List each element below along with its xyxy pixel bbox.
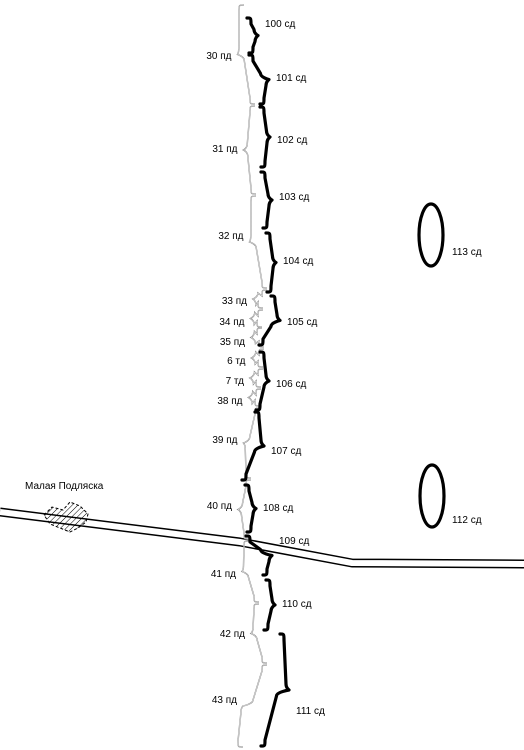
first-line-unit-label: 38 пд (217, 396, 242, 407)
second-line-unit-label: 103 сд (279, 192, 309, 203)
first-line-brace-core (237, 479, 252, 540)
reserve-oval-112 (418, 463, 446, 529)
first-line-unit-label: 6 тд (227, 356, 246, 367)
reserve-area-112: 112 сд (418, 463, 482, 529)
first-line-unit-label: 30 пд (206, 51, 231, 62)
second-line-unit-label: 108 сд (263, 503, 293, 514)
second-line-unit-label: 107 сд (271, 446, 301, 457)
second-line-brace (244, 534, 274, 577)
second-line-brace (254, 350, 271, 412)
unit-label-112-sd: 112 сд (452, 515, 482, 526)
second-line-brace (247, 53, 271, 106)
reserve-area-113: 113 сд (417, 202, 482, 268)
reserve-oval-113 (417, 202, 445, 268)
first-line-brace-core (250, 603, 268, 664)
first-line-brace-core (249, 368, 264, 388)
first-line-brace (248, 195, 268, 289)
first-line-unit-label: 42 пд (220, 629, 245, 640)
first-line-braces: 30 пд 31 пд 32 пд 33 пд 34 пд 35 пд 6 тд 7 тд 38… (206, 4, 268, 748)
first-line-brace (237, 664, 268, 748)
first-line-unit-label: 33 пд (222, 296, 247, 307)
first-line-unit-label: 34 пд (219, 317, 244, 328)
first-line-brace-core (241, 540, 260, 603)
second-line-brace (264, 231, 278, 294)
second-line-unit-label: 102 сд (277, 135, 307, 146)
first-line-unit-label: 31 пд (212, 144, 237, 155)
first-line-brace-core (249, 309, 264, 328)
second-line-brace (258, 105, 272, 169)
second-line-unit-label: 100 сд (265, 19, 295, 30)
first-line-brace-core (252, 289, 268, 309)
second-line-unit-label: 106 сд (276, 379, 306, 390)
first-line-unit-label: 40 пд (207, 501, 232, 512)
settlement-marker: Малая Подляска (25, 481, 104, 533)
settlement-label: Малая Подляска (25, 481, 104, 492)
first-line-unit-label: 35 пд (220, 337, 245, 348)
second-line-brace (262, 578, 277, 632)
first-line-brace (249, 603, 268, 664)
first-line-unit-label: 7 тд (226, 376, 245, 387)
first-line-brace (240, 540, 260, 603)
first-line-brace (241, 105, 257, 195)
first-line-unit-label: 39 пд (212, 435, 237, 446)
first-line-brace-core (249, 195, 268, 289)
road (0, 507, 524, 569)
second-line-unit-label: 104 сд (283, 256, 313, 267)
second-line-braces: 100 сд 101 сд 102 сд 103 сд 104 сд 105 сд 106 … (240, 16, 325, 748)
second-line-unit-label: 111 сд (296, 706, 325, 717)
unit-label-113-sd: 113 сд (452, 247, 482, 258)
second-line-brace (259, 632, 291, 748)
second-line-brace (259, 170, 274, 230)
first-line-brace-core (247, 388, 262, 407)
second-line-unit-label: 101 сд (276, 73, 306, 84)
second-line-brace (257, 294, 282, 347)
first-line-brace (248, 309, 264, 328)
first-line-unit-label: 43 пд (212, 695, 237, 706)
first-line-brace-core (237, 4, 256, 105)
first-line-brace-core (242, 105, 257, 195)
second-line-brace (245, 16, 260, 55)
second-line-unit-label: 105 сд (287, 317, 317, 328)
second-line-unit-label: 110 сд (282, 599, 312, 610)
first-line-unit-label: 41 пд (211, 569, 236, 580)
first-line-brace (248, 368, 264, 388)
second-line-brace (243, 483, 258, 534)
first-line-brace (251, 289, 268, 309)
first-line-brace-core (237, 664, 268, 748)
second-line-unit-label: 109 сд (279, 536, 309, 547)
second-line-brace (240, 410, 266, 482)
first-line-unit-label: 32 пд (218, 231, 243, 242)
